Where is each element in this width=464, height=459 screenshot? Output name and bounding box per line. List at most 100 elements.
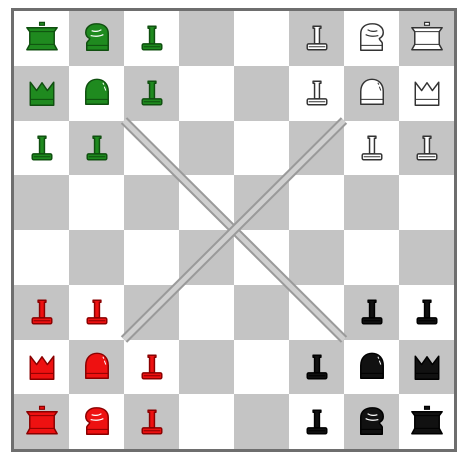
- square-d3[interactable]: [179, 285, 234, 340]
- black-knight-piece[interactable]: [344, 394, 399, 449]
- white-ferz-piece[interactable]: [399, 66, 454, 121]
- green-ferz-icon: [20, 71, 64, 115]
- green-king-piece[interactable]: [14, 11, 69, 66]
- white-pawn-piece[interactable]: [399, 121, 454, 176]
- square-f1[interactable]: [289, 394, 344, 449]
- square-f2[interactable]: [289, 340, 344, 395]
- square-b7[interactable]: [69, 66, 124, 121]
- square-a6[interactable]: [14, 121, 69, 176]
- square-h2[interactable]: [399, 340, 454, 395]
- black-king-icon: [405, 400, 449, 444]
- square-c3[interactable]: [124, 285, 179, 340]
- green-knight-piece[interactable]: [69, 11, 124, 66]
- square-g7[interactable]: [344, 66, 399, 121]
- white-knight-piece[interactable]: [344, 11, 399, 66]
- square-b3[interactable]: [69, 285, 124, 340]
- square-h1[interactable]: [399, 394, 454, 449]
- square-e3[interactable]: [234, 285, 289, 340]
- square-h7[interactable]: [399, 66, 454, 121]
- green-pawn-piece[interactable]: [124, 66, 179, 121]
- red-ferz-piece[interactable]: [14, 340, 69, 395]
- white-pawn-piece[interactable]: [344, 121, 399, 176]
- square-e2[interactable]: [234, 340, 289, 395]
- square-g8[interactable]: [344, 11, 399, 66]
- square-c5[interactable]: [124, 175, 179, 230]
- square-e8[interactable]: [234, 11, 289, 66]
- square-f5[interactable]: [289, 175, 344, 230]
- red-pawn-piece[interactable]: [124, 394, 179, 449]
- square-f3[interactable]: [289, 285, 344, 340]
- square-c2[interactable]: [124, 340, 179, 395]
- square-g4[interactable]: [344, 230, 399, 285]
- square-h5[interactable]: [399, 175, 454, 230]
- black-ferz-piece[interactable]: [399, 340, 454, 395]
- square-d6[interactable]: [179, 121, 234, 176]
- square-e7[interactable]: [234, 66, 289, 121]
- green-rook-piece[interactable]: [69, 66, 124, 121]
- square-a3[interactable]: [14, 285, 69, 340]
- white-king-piece[interactable]: [399, 11, 454, 66]
- square-e1[interactable]: [234, 394, 289, 449]
- black-pawn-piece[interactable]: [289, 340, 344, 395]
- square-e6[interactable]: [234, 121, 289, 176]
- square-c4[interactable]: [124, 230, 179, 285]
- square-a5[interactable]: [14, 175, 69, 230]
- square-h8[interactable]: [399, 11, 454, 66]
- square-b4[interactable]: [69, 230, 124, 285]
- square-g2[interactable]: [344, 340, 399, 395]
- red-ferz-icon: [20, 345, 64, 389]
- square-h6[interactable]: [399, 121, 454, 176]
- white-pawn-piece[interactable]: [289, 66, 344, 121]
- black-pawn-piece[interactable]: [399, 285, 454, 340]
- square-e4[interactable]: [234, 230, 289, 285]
- square-c7[interactable]: [124, 66, 179, 121]
- square-f7[interactable]: [289, 66, 344, 121]
- square-b1[interactable]: [69, 394, 124, 449]
- square-g3[interactable]: [344, 285, 399, 340]
- square-f4[interactable]: [289, 230, 344, 285]
- square-b6[interactable]: [69, 121, 124, 176]
- square-a2[interactable]: [14, 340, 69, 395]
- square-c6[interactable]: [124, 121, 179, 176]
- green-pawn-piece[interactable]: [124, 11, 179, 66]
- square-f8[interactable]: [289, 11, 344, 66]
- square-g5[interactable]: [344, 175, 399, 230]
- black-rook-piece[interactable]: [344, 340, 399, 395]
- square-a1[interactable]: [14, 394, 69, 449]
- square-b2[interactable]: [69, 340, 124, 395]
- black-pawn-piece[interactable]: [289, 394, 344, 449]
- square-b5[interactable]: [69, 175, 124, 230]
- green-pawn-piece[interactable]: [69, 121, 124, 176]
- square-h4[interactable]: [399, 230, 454, 285]
- red-king-piece[interactable]: [14, 394, 69, 449]
- green-ferz-piece[interactable]: [14, 66, 69, 121]
- square-d5[interactable]: [179, 175, 234, 230]
- square-d7[interactable]: [179, 66, 234, 121]
- square-d2[interactable]: [179, 340, 234, 395]
- green-pawn-piece[interactable]: [14, 121, 69, 176]
- square-h3[interactable]: [399, 285, 454, 340]
- square-e5[interactable]: [234, 175, 289, 230]
- square-d1[interactable]: [179, 394, 234, 449]
- red-pawn-piece[interactable]: [14, 285, 69, 340]
- square-g6[interactable]: [344, 121, 399, 176]
- black-pawn-piece[interactable]: [344, 285, 399, 340]
- green-pawn-icon: [130, 16, 174, 60]
- square-d8[interactable]: [179, 11, 234, 66]
- white-rook-piece[interactable]: [344, 66, 399, 121]
- red-rook-piece[interactable]: [69, 340, 124, 395]
- square-d4[interactable]: [179, 230, 234, 285]
- red-knight-piece[interactable]: [69, 394, 124, 449]
- red-pawn-piece[interactable]: [69, 285, 124, 340]
- square-a8[interactable]: [14, 11, 69, 66]
- square-f6[interactable]: [289, 121, 344, 176]
- square-c1[interactable]: [124, 394, 179, 449]
- square-a7[interactable]: [14, 66, 69, 121]
- red-pawn-piece[interactable]: [124, 340, 179, 395]
- square-g1[interactable]: [344, 394, 399, 449]
- white-pawn-piece[interactable]: [289, 11, 344, 66]
- square-c8[interactable]: [124, 11, 179, 66]
- square-b8[interactable]: [69, 11, 124, 66]
- black-king-piece[interactable]: [399, 394, 454, 449]
- square-a4[interactable]: [14, 230, 69, 285]
